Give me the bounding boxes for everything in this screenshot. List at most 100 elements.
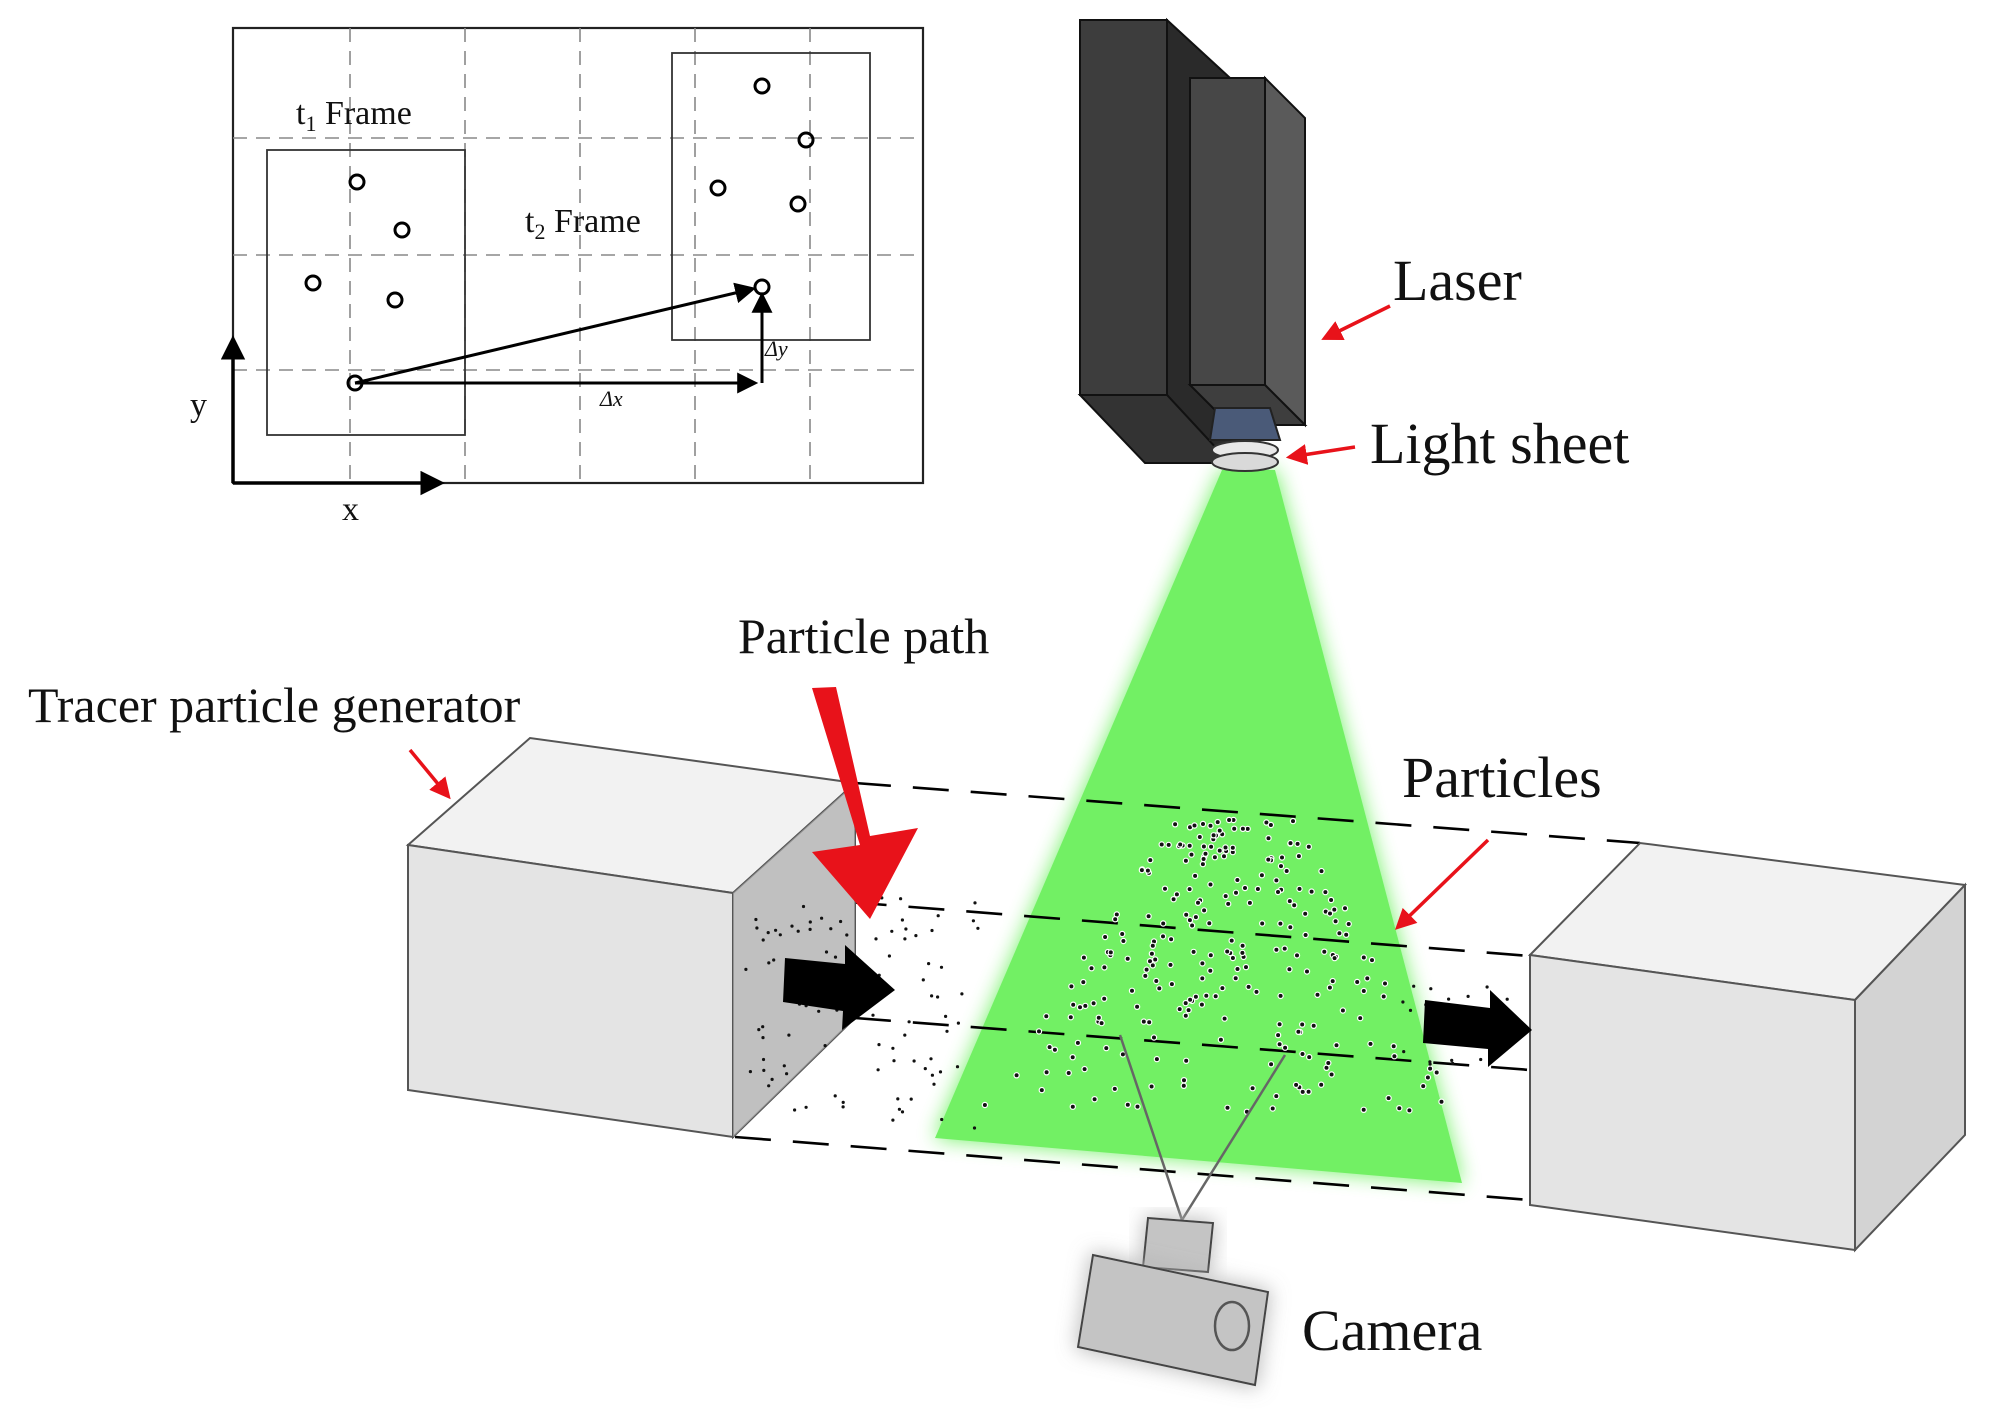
- tracer-particle: [1180, 1082, 1188, 1090]
- tracer-particle: [796, 929, 800, 933]
- tracer-particle: [1450, 1058, 1454, 1062]
- tracer-particle: [790, 924, 794, 928]
- tracer-particle: [1222, 892, 1229, 900]
- tracer-particle: [1111, 1085, 1119, 1093]
- tracer-particle: [793, 1108, 797, 1112]
- tracer-particle: [900, 1110, 905, 1114]
- tracer-particle: [1364, 975, 1371, 982]
- tracer-particle: [1294, 840, 1301, 848]
- tracer-particle: [1182, 911, 1190, 918]
- tracer-particle: [1303, 968, 1311, 975]
- tracer-particle: [1298, 1021, 1306, 1028]
- tracer-particle: [1426, 1065, 1434, 1072]
- tracer-particle: [1067, 1014, 1075, 1021]
- tracer-particle: [1149, 962, 1157, 969]
- tracer-particle: [1191, 822, 1198, 829]
- tracer-particle: [1322, 888, 1329, 896]
- tracer-particle: [939, 965, 944, 969]
- tracer-particle: [1147, 856, 1154, 864]
- tracer-particle: [1253, 988, 1260, 996]
- tracer-particle: [1219, 984, 1226, 992]
- tracer-particle: [757, 1028, 761, 1032]
- tracer-particle: [1428, 1062, 1432, 1066]
- tracer-particle: [1273, 1092, 1280, 1100]
- tracer-particle: [1188, 922, 1196, 929]
- tracer-particle: [1043, 1069, 1050, 1076]
- tracer-particle: [1329, 977, 1336, 985]
- tracer-particle: [1176, 841, 1184, 848]
- delta-y-label: Δy: [764, 336, 788, 361]
- tracer-particle: [1368, 956, 1376, 964]
- annotation-arrows: [408, 304, 1490, 930]
- tracer-particle: [1165, 841, 1172, 849]
- tracer-particle: [1396, 1104, 1403, 1112]
- tracer-particle: [1211, 854, 1219, 861]
- tracer-particle: [1327, 896, 1335, 904]
- t1-frame-label: t1 Frame: [296, 95, 412, 136]
- tracer-particle: [1225, 816, 1233, 824]
- tracer-particle: [1138, 866, 1146, 874]
- tracer-particle: [1095, 1014, 1103, 1021]
- tracer-particle: [1118, 930, 1126, 938]
- tracer-particle: [1186, 996, 1194, 1004]
- tracer-particle: [1142, 972, 1149, 980]
- tracer-particle: [1277, 992, 1284, 1000]
- tracer-particle: [1090, 1000, 1097, 1007]
- tracer-particle: [940, 1117, 944, 1122]
- tracer-particle: [841, 1105, 845, 1109]
- tracer-particle: [1198, 1001, 1206, 1008]
- tracer-particle: [938, 1070, 943, 1074]
- tracer-particle: [1153, 977, 1160, 985]
- tracer-particle: [748, 1070, 753, 1074]
- tracer-particle: [1074, 1039, 1082, 1047]
- particle-path-arrow: [812, 687, 918, 919]
- tracer-particle: [1438, 1098, 1445, 1105]
- tracer-particle: [1038, 1086, 1046, 1094]
- tracer-particle: [876, 1068, 880, 1072]
- tracer-particle: [1402, 1050, 1406, 1054]
- tracer-particle: [930, 994, 934, 998]
- tracer-particle: [1150, 1034, 1158, 1041]
- tracer-particle: [1254, 885, 1262, 893]
- tracer-particle: [1207, 843, 1215, 851]
- tracer-particle: [1100, 995, 1108, 1002]
- tracer-particle: [1186, 916, 1194, 924]
- tracer-particle: [1276, 1040, 1283, 1048]
- tracer-particle: [1429, 987, 1433, 991]
- tracer-particle: [890, 929, 894, 933]
- tracer-particle: [1229, 954, 1237, 962]
- tracer-particle: [1419, 1082, 1427, 1090]
- tracer-particle: [1277, 862, 1285, 870]
- tracer-particle: [1305, 1088, 1312, 1096]
- tracer-particle: [766, 931, 770, 935]
- tracer-particle: [930, 1073, 935, 1077]
- axis-y-label: y: [190, 387, 207, 424]
- tracer-particle: [1234, 876, 1241, 884]
- tracer-particle: [1101, 933, 1109, 941]
- tracer-particle: [770, 1077, 774, 1081]
- tracer-particle: [1305, 1053, 1313, 1061]
- tracer-particle: [903, 937, 907, 941]
- tracer-particle: [767, 1084, 771, 1088]
- tracer-particle: [1245, 983, 1252, 991]
- tracer-particle: [1202, 850, 1209, 858]
- tracer-particle: [1143, 966, 1150, 973]
- t2-frame-label: t2 Frame: [525, 203, 641, 244]
- tracer-particle: [839, 919, 843, 924]
- tracer-particle: [887, 954, 892, 958]
- tracer-particle: [1424, 1074, 1432, 1081]
- tracer-particle: [1406, 1107, 1413, 1114]
- tracer-particle: [1140, 1018, 1148, 1025]
- piv-inset: t1 Frame t2 Frame x y Δx Δy: [190, 26, 925, 528]
- tracer-particle: [1305, 843, 1313, 851]
- tracer-particle: [1265, 856, 1272, 863]
- tracer-particle: [1200, 855, 1207, 863]
- tracer-particle: [1360, 1106, 1367, 1114]
- tracer-particle: [1360, 987, 1368, 995]
- tracer-particle: [1051, 1046, 1059, 1053]
- tracer-particle: [1328, 1071, 1335, 1078]
- tracer-particle: [1308, 888, 1315, 895]
- tracer-particle: [900, 918, 905, 922]
- tracer-particle: [808, 920, 812, 924]
- tracer-particle: [1206, 920, 1213, 927]
